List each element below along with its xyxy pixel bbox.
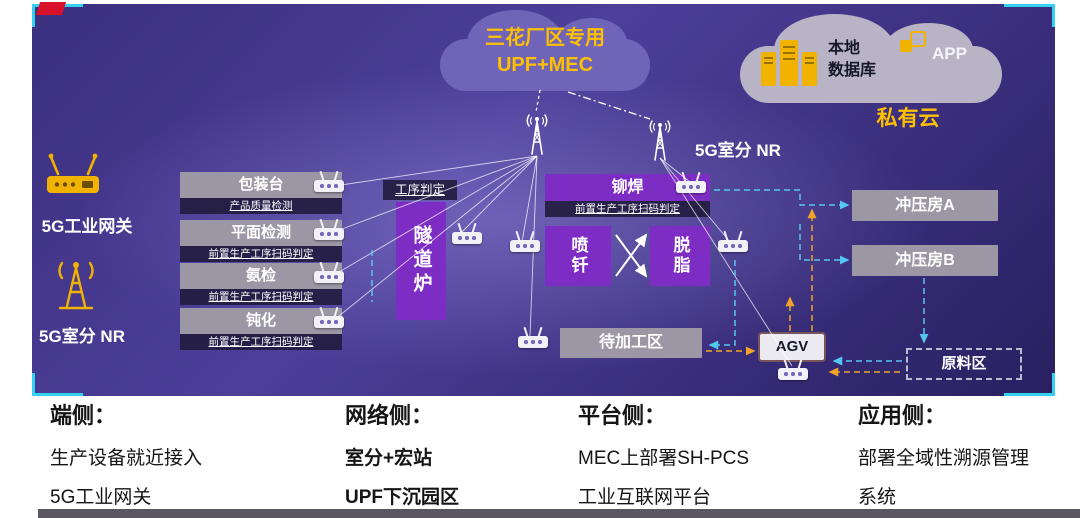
legend-line: MEC上部署SH-PCS: [578, 448, 750, 469]
degreasing-box: 脱脂: [650, 226, 710, 286]
raw-material-box: 原料区: [906, 348, 1022, 380]
wifi-ap-icon: [676, 181, 706, 193]
indoor-nr-label-left: 5G室分 NR: [39, 327, 125, 346]
wifi-ap-icon: [314, 180, 344, 192]
wifi-ap-icon: [778, 368, 808, 380]
legend-line: 系统: [858, 487, 897, 508]
legend-title: 平台侧：: [578, 403, 667, 428]
bottom-divider: [38, 509, 1080, 518]
legend-line: UPF下沉园区: [345, 487, 460, 508]
private-cloud: 本地 数据库 APP: [740, 14, 1002, 106]
legend-line: 工业互联网平台: [578, 487, 712, 508]
spray-brazing-box: 喷钎: [545, 226, 611, 286]
legend-device-side: 端侧： 生产设备就近接入 5G工业网关: [50, 398, 202, 518]
wifi-ap-icon: [452, 232, 482, 244]
logo-mark: [35, 2, 67, 15]
upf-cloud-title-line1: 三花厂区专用: [485, 27, 605, 49]
wifi-ap-icon: [314, 316, 344, 328]
app-icon: [900, 31, 926, 52]
process-judge-tag: 工序判定: [383, 180, 457, 200]
corner-accent-top-right: [1004, 4, 1055, 27]
legend-line: 部署全域性溯源管理: [858, 448, 1030, 469]
wifi-ap-icon: [314, 228, 344, 240]
wifi-ap-icon: [314, 271, 344, 283]
cell-tower-icon: [649, 120, 671, 161]
wifi-ap-icon: [518, 336, 548, 348]
legend-title: 应用侧：: [858, 403, 947, 428]
corner-accent-bottom-left: [32, 373, 83, 396]
station-passivation-note: 前置生产工序扫码判定: [180, 334, 342, 350]
industrial-gateway-icon: [47, 153, 99, 193]
legend-line: 生产设备就近接入: [50, 448, 203, 469]
app-label: APP: [932, 44, 967, 63]
local-database-label: 本地 数据库: [828, 40, 877, 79]
upf-cloud-title-line2: UPF+MEC: [496, 54, 594, 76]
corner-accent-bottom-right: [1004, 373, 1055, 396]
legend-platform-side: 平台侧： MEC上部署SH-PCS 工业互联网平台: [578, 398, 749, 518]
database-server-icon: [761, 40, 817, 86]
station-surface-check-note: 前置生产工序扫码判定: [180, 246, 342, 262]
wifi-ap-icon: [510, 240, 540, 252]
indoor-nr-label-top: 5G室分 NR: [695, 141, 781, 160]
tunnel-furnace-box: 隧道炉: [396, 202, 446, 320]
riveting-note: 前置生产工序扫码判定: [545, 201, 710, 217]
legend-title: 端侧：: [50, 403, 117, 428]
station-packaging-note: 产品质量检测: [180, 198, 342, 214]
stamping-room-b-box: 冲压房B: [852, 245, 998, 276]
cell-tower-icon: [526, 114, 548, 155]
agv-box: AGV: [760, 334, 824, 360]
legend-application-side: 应用侧： 部署全域性溯源管理 系统: [858, 398, 1029, 518]
station-ammonia-test: 氨检: [180, 263, 342, 289]
upf-mec-cloud: 三花厂区专用 UPF+MEC: [440, 10, 650, 94]
legend-network-side: 网络侧： 室分+宏站 UPF下沉园区: [345, 398, 459, 518]
stamping-room-a-box: 冲压房A: [852, 190, 998, 221]
station-ammonia-test-note: 前置生产工序扫码判定: [180, 289, 342, 305]
gateway-label: 5G工业网关: [41, 217, 133, 236]
legend-line: 5G工业网关: [50, 487, 152, 508]
private-cloud-title: 私有云: [876, 107, 940, 130]
indoor-antenna-icon: [58, 261, 94, 310]
staging-area-box: 待加工区: [560, 328, 702, 358]
wifi-ap-icon: [718, 240, 748, 252]
legend-title: 网络侧：: [345, 403, 434, 428]
legend-line: 室分+宏站: [345, 448, 433, 469]
